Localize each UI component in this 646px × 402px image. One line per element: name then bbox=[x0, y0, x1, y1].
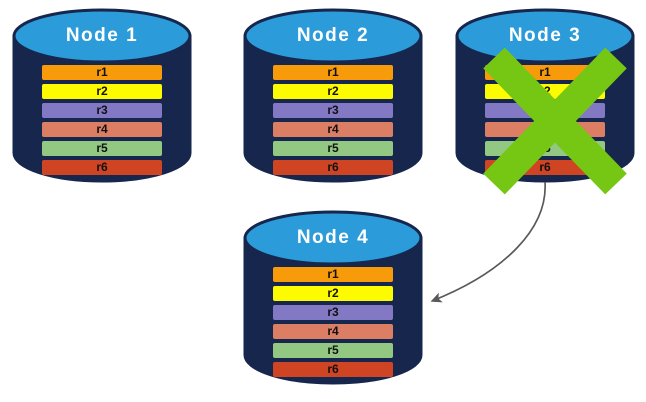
data-row-r2[interactable]: r2 bbox=[273, 286, 393, 301]
data-row-r2[interactable]: r2 bbox=[273, 84, 393, 99]
row-list-node3: r1 r2 r3 r4 r5 r6 bbox=[485, 65, 605, 175]
data-row-r3[interactable]: r3 bbox=[273, 305, 393, 320]
data-row-r3[interactable]: r3 bbox=[42, 103, 162, 118]
data-row-r4[interactable]: r4 bbox=[485, 122, 605, 137]
data-row-r2[interactable]: r2 bbox=[42, 84, 162, 99]
arrow-path bbox=[430, 181, 546, 303]
data-row-r4[interactable]: r4 bbox=[273, 122, 393, 137]
data-row-r6[interactable]: r6 bbox=[273, 362, 393, 377]
data-row-r5[interactable]: r5 bbox=[273, 141, 393, 156]
data-row-r1[interactable]: r1 bbox=[273, 65, 393, 80]
data-row-r5[interactable]: r5 bbox=[485, 141, 605, 156]
data-row-r3[interactable]: r3 bbox=[485, 103, 605, 118]
data-row-r1[interactable]: r1 bbox=[42, 65, 162, 80]
data-row-r6[interactable]: r6 bbox=[273, 160, 393, 175]
data-row-r4[interactable]: r4 bbox=[42, 122, 162, 137]
data-row-r3[interactable]: r3 bbox=[273, 103, 393, 118]
data-row-r5[interactable]: r5 bbox=[42, 141, 162, 156]
data-row-r2[interactable]: r2 bbox=[485, 84, 605, 99]
data-row-r6[interactable]: r6 bbox=[485, 160, 605, 175]
node-cylinder-node3[interactable]: Node 3 r1 r2 r3 r4 r5 r6 bbox=[455, 8, 635, 195]
data-row-r1[interactable]: r1 bbox=[485, 65, 605, 80]
data-row-r5[interactable]: r5 bbox=[273, 343, 393, 358]
row-list-node4: r1 r2 r3 r4 r5 r6 bbox=[273, 267, 393, 377]
node-cylinder-node1[interactable]: Node 1 r1 r2 r3 r4 r5 r6 bbox=[12, 8, 192, 183]
row-list-node2: r1 r2 r3 r4 r5 r6 bbox=[273, 65, 393, 175]
data-row-r6[interactable]: r6 bbox=[42, 160, 162, 175]
data-row-r4[interactable]: r4 bbox=[273, 324, 393, 339]
node-cylinder-node4[interactable]: Node 4 r1 r2 r3 r4 r5 r6 bbox=[243, 210, 423, 385]
node-cylinder-node2[interactable]: Node 2 r1 r2 r3 r4 r5 r6 bbox=[243, 8, 423, 183]
data-row-r1[interactable]: r1 bbox=[273, 267, 393, 282]
row-list-node1: r1 r2 r3 r4 r5 r6 bbox=[42, 65, 162, 175]
